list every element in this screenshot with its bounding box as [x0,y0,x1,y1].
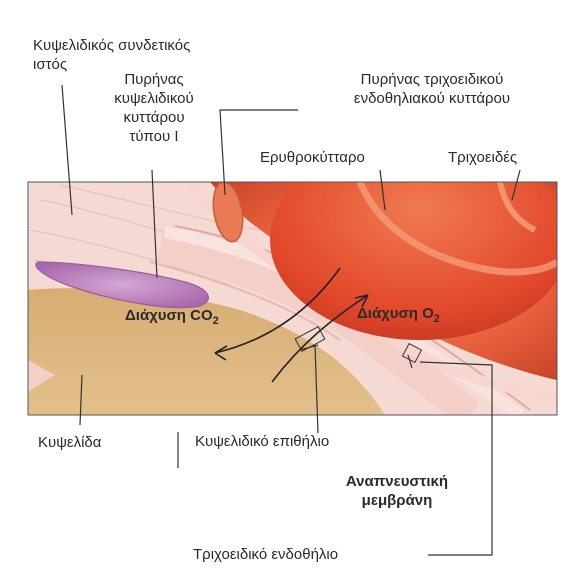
type1-nucleus-label: Πυρήνας κυψελιδικού κυττάρου τύπου Ι [98,70,210,146]
alveolar-epithelium-label: Κυψελιδικό επιθήλιο [195,432,329,451]
endothelial-nucleus-label: Πυρήνας τριχοειδικού ενδοθηλιακού κυττάρ… [302,70,562,108]
alveolus-label: Κυψελίδα [38,433,101,452]
co2-diffusion-label: Διάχυση CO2 [125,306,219,327]
capillary-label: Τριχοειδές [448,148,517,167]
erythrocyte-label: Ερυθροκύτταρο [260,148,365,167]
capillary-endothelium-label: Τριχοειδικό ενδοθήλιο [193,545,338,564]
connective-tissue-label: Κυψελιδικός συνδετικός ιστός [33,36,190,74]
o2-diffusion-label: Διάχυση O2 [357,304,440,325]
respiratory-membrane-label: Αναπνευστική μεμβράνη [322,472,472,510]
